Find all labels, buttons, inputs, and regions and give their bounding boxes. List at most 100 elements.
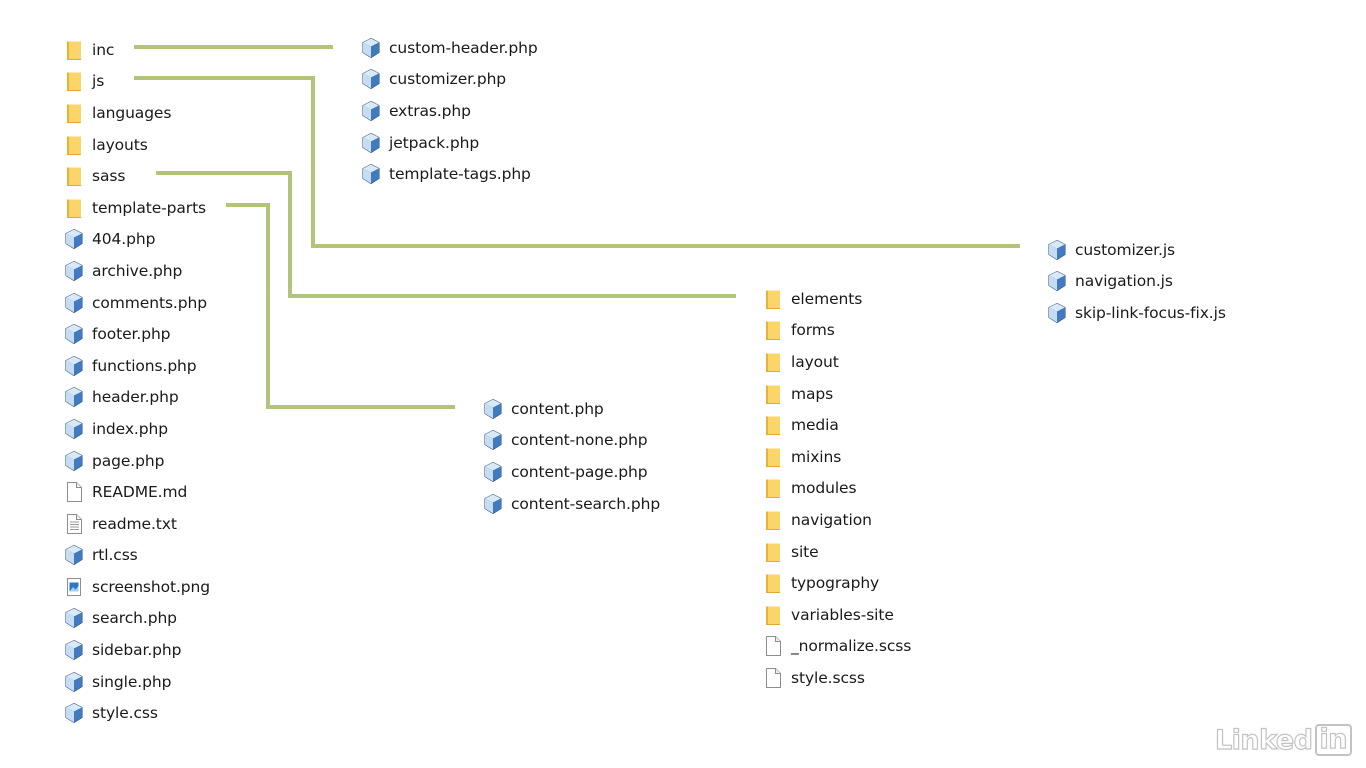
sass-file-list: elements forms layout maps media mixins module… (763, 283, 911, 694)
file-name: content.php (511, 399, 604, 418)
php-file-icon (361, 100, 381, 122)
file-item[interactable]: typography (763, 567, 911, 599)
file-item[interactable]: js (64, 66, 210, 98)
file-name: readme.txt (92, 514, 177, 533)
php-file-icon (483, 398, 503, 420)
php-file-icon (64, 355, 84, 377)
file-item[interactable]: sidebar.php (64, 634, 210, 666)
file-name: typography (791, 574, 880, 593)
file-item[interactable]: single.php (64, 666, 210, 698)
file-item[interactable]: layouts (64, 129, 210, 161)
file-item[interactable]: content.php (483, 393, 660, 425)
file-item[interactable]: template-parts (64, 192, 210, 224)
file-name: jetpack.php (389, 133, 480, 152)
file-item[interactable]: languages (64, 97, 210, 129)
file-name: content-none.php (511, 431, 648, 450)
file-item[interactable]: rtl.css (64, 540, 210, 572)
php-file-icon (361, 132, 381, 154)
php-file-icon (64, 450, 84, 472)
php-file-icon (64, 323, 84, 345)
php-file-icon (64, 260, 84, 282)
php-file-icon (1047, 302, 1067, 324)
file-item[interactable]: comments.php (64, 287, 210, 319)
connector-js (134, 76, 1020, 248)
file-name: archive.php (92, 261, 183, 280)
file-item[interactable]: 404.php (64, 224, 210, 256)
file-name: sidebar.php (92, 641, 182, 660)
file-name: modules (791, 479, 857, 498)
watermark-text: Linked (1214, 724, 1313, 756)
file-item[interactable]: README.md (64, 476, 210, 508)
file-item[interactable]: style.css (64, 697, 210, 729)
php-file-icon (64, 418, 84, 440)
file-item[interactable]: readme.txt (64, 508, 210, 540)
file-item[interactable]: jetpack.php (361, 127, 538, 159)
file-name: rtl.css (92, 546, 138, 565)
file-item[interactable]: maps (763, 378, 911, 410)
file-item[interactable]: layout (763, 346, 911, 378)
file-item[interactable]: variables-site (763, 599, 911, 631)
file-name: site (791, 542, 819, 561)
file-name: maps (791, 384, 834, 403)
file-item[interactable]: sass (64, 160, 210, 192)
file-item[interactable]: functions.php (64, 350, 210, 382)
file-item[interactable]: page.php (64, 445, 210, 477)
file-item[interactable]: extras.php (361, 95, 538, 127)
file-item[interactable]: content-search.php (483, 488, 660, 520)
file-item[interactable]: mixins (763, 441, 911, 473)
file-item[interactable]: footer.php (64, 318, 210, 350)
file-name: elements (791, 289, 863, 308)
folder-icon (763, 383, 783, 405)
image-file-icon (64, 576, 84, 598)
file-item[interactable]: customizer.php (361, 64, 538, 96)
file-item[interactable]: content-page.php (483, 456, 660, 488)
php-file-icon (483, 461, 503, 483)
file-item[interactable]: customizer.js (1047, 234, 1226, 266)
file-name: layout (791, 352, 839, 371)
file-item[interactable]: style.scss (763, 662, 911, 694)
folder-icon (64, 102, 84, 124)
file-item[interactable]: site (763, 536, 911, 568)
file-name: languages (92, 103, 172, 122)
file-item[interactable]: modules (763, 473, 911, 505)
file-name: template-tags.php (389, 165, 531, 184)
file-item[interactable]: skip-link-focus-fix.js (1047, 297, 1226, 329)
file-item[interactable]: media (763, 409, 911, 441)
php-file-icon (361, 68, 381, 90)
file-item[interactable]: search.php (64, 603, 210, 635)
file-name: single.php (92, 672, 172, 691)
folder-icon (64, 70, 84, 92)
js-file-list: customizer.js navigation.js skip-link-focu… (1047, 234, 1226, 329)
file-item[interactable]: forms (763, 315, 911, 347)
file-item[interactable]: index.php (64, 413, 210, 445)
file-name: mixins (791, 447, 842, 466)
file-item[interactable]: inc (64, 34, 210, 66)
php-file-icon (64, 386, 84, 408)
file-item[interactable]: header.php (64, 382, 210, 414)
file-item[interactable]: custom-header.php (361, 32, 538, 64)
file-name: screenshot.png (92, 577, 211, 596)
connector-sass (156, 171, 736, 298)
file-name: navigation (791, 510, 872, 529)
folder-icon (64, 197, 84, 219)
php-file-icon (361, 163, 381, 185)
file-item[interactable]: navigation (763, 504, 911, 536)
file-name: skip-link-focus-fix.js (1075, 303, 1226, 322)
file-item[interactable]: navigation.js (1047, 266, 1226, 298)
file-name: style.css (92, 704, 158, 723)
file-item[interactable]: template-tags.php (361, 158, 538, 190)
file-name: template-parts (92, 198, 207, 217)
file-item[interactable]: elements (763, 283, 911, 315)
file-name: navigation.js (1075, 272, 1173, 291)
file-name: js (92, 72, 105, 91)
file-item[interactable]: screenshot.png (64, 571, 210, 603)
folder-icon (763, 414, 783, 436)
file-item[interactable]: archive.php (64, 255, 210, 287)
folder-icon (64, 39, 84, 61)
file-item[interactable]: _normalize.scss (763, 631, 911, 663)
file-name: footer.php (92, 325, 171, 344)
file-item[interactable]: content-none.php (483, 425, 660, 457)
file-name: functions.php (92, 356, 197, 375)
